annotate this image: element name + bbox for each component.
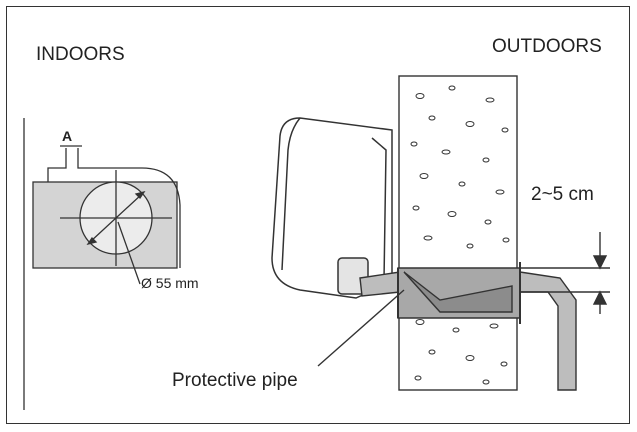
- diameter-arrow-left: [86, 236, 98, 246]
- diameter-arrow-right: [134, 190, 146, 200]
- marker-a-label: A: [62, 128, 73, 144]
- mounting-plate-detail: [23, 118, 181, 410]
- indoor-unit-front-edge: [281, 117, 301, 271]
- pipe-seal-wedge: [403, 271, 513, 313]
- plate-edge-a: [47, 148, 67, 182]
- indoor-unit-body: [271, 117, 393, 299]
- wall-aggregate-pattern: [410, 85, 510, 385]
- gap-arrow-top: [592, 255, 608, 270]
- diameter-dimension: [89, 193, 143, 243]
- indoor-unit: [271, 117, 393, 299]
- diagram-frame: [6, 6, 630, 424]
- wall-body: [398, 75, 518, 391]
- wall-section: [398, 75, 518, 391]
- diameter-label: Ø 55 mm: [141, 275, 199, 291]
- pipe-assembly: [317, 232, 610, 391]
- plate-outline-curve: [77, 148, 181, 268]
- gap-label: 2~5 cm: [531, 184, 594, 205]
- protective-pipe-leader: [317, 289, 405, 367]
- outdoors-label: OUTDOORS: [492, 36, 602, 57]
- indoor-unit-side-panel: [371, 137, 387, 281]
- protective-pipe-label: Protective pipe: [172, 370, 298, 391]
- gap-arrow-bottom: [592, 290, 608, 305]
- indoors-label: INDOORS: [36, 44, 125, 65]
- diameter-leader-line: [117, 221, 141, 285]
